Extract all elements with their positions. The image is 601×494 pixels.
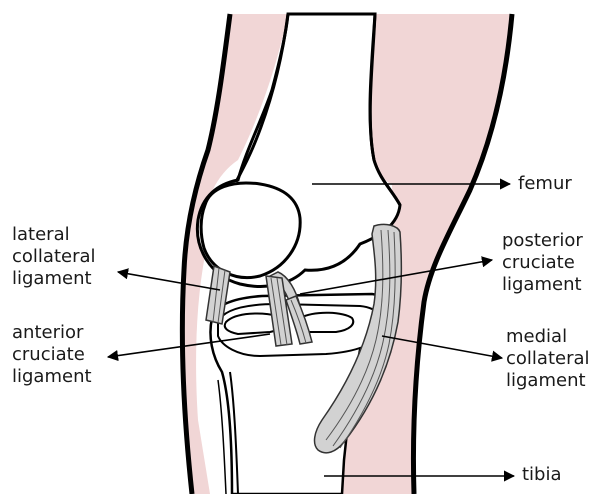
posterior-cruciate-ligament-label: posterior cruciate ligament — [502, 230, 583, 296]
anterior-cruciate-ligament-label: anterior cruciate ligament — [12, 322, 92, 388]
label-line-1: medial — [506, 326, 590, 348]
label-line-3: ligament — [506, 370, 590, 392]
tibial-shaft-inner-line — [218, 380, 226, 494]
femur-label: femur — [518, 173, 572, 195]
tibia-label: tibia — [522, 464, 562, 486]
label-line-1: lateral — [12, 224, 96, 246]
femur-label-line: femur — [518, 173, 572, 195]
label-line-3: ligament — [12, 366, 92, 388]
label-line-2: cruciate — [502, 252, 583, 274]
label-line-1: anterior — [12, 322, 92, 344]
medial-collateral-ligament-label: medial collateral ligament — [506, 326, 590, 392]
label-line-3: ligament — [502, 274, 583, 296]
label-line-2: collateral — [12, 246, 96, 268]
label-line-2: collateral — [506, 348, 590, 370]
label-line-3: ligament — [12, 268, 96, 290]
tibia-label-line: tibia — [522, 464, 562, 486]
label-line-1: posterior — [502, 230, 583, 252]
lateral-collateral-ligament-label: lateral collateral ligament — [12, 224, 96, 290]
label-line-2: cruciate — [12, 344, 92, 366]
lateral-collateral-arrow — [118, 272, 220, 290]
